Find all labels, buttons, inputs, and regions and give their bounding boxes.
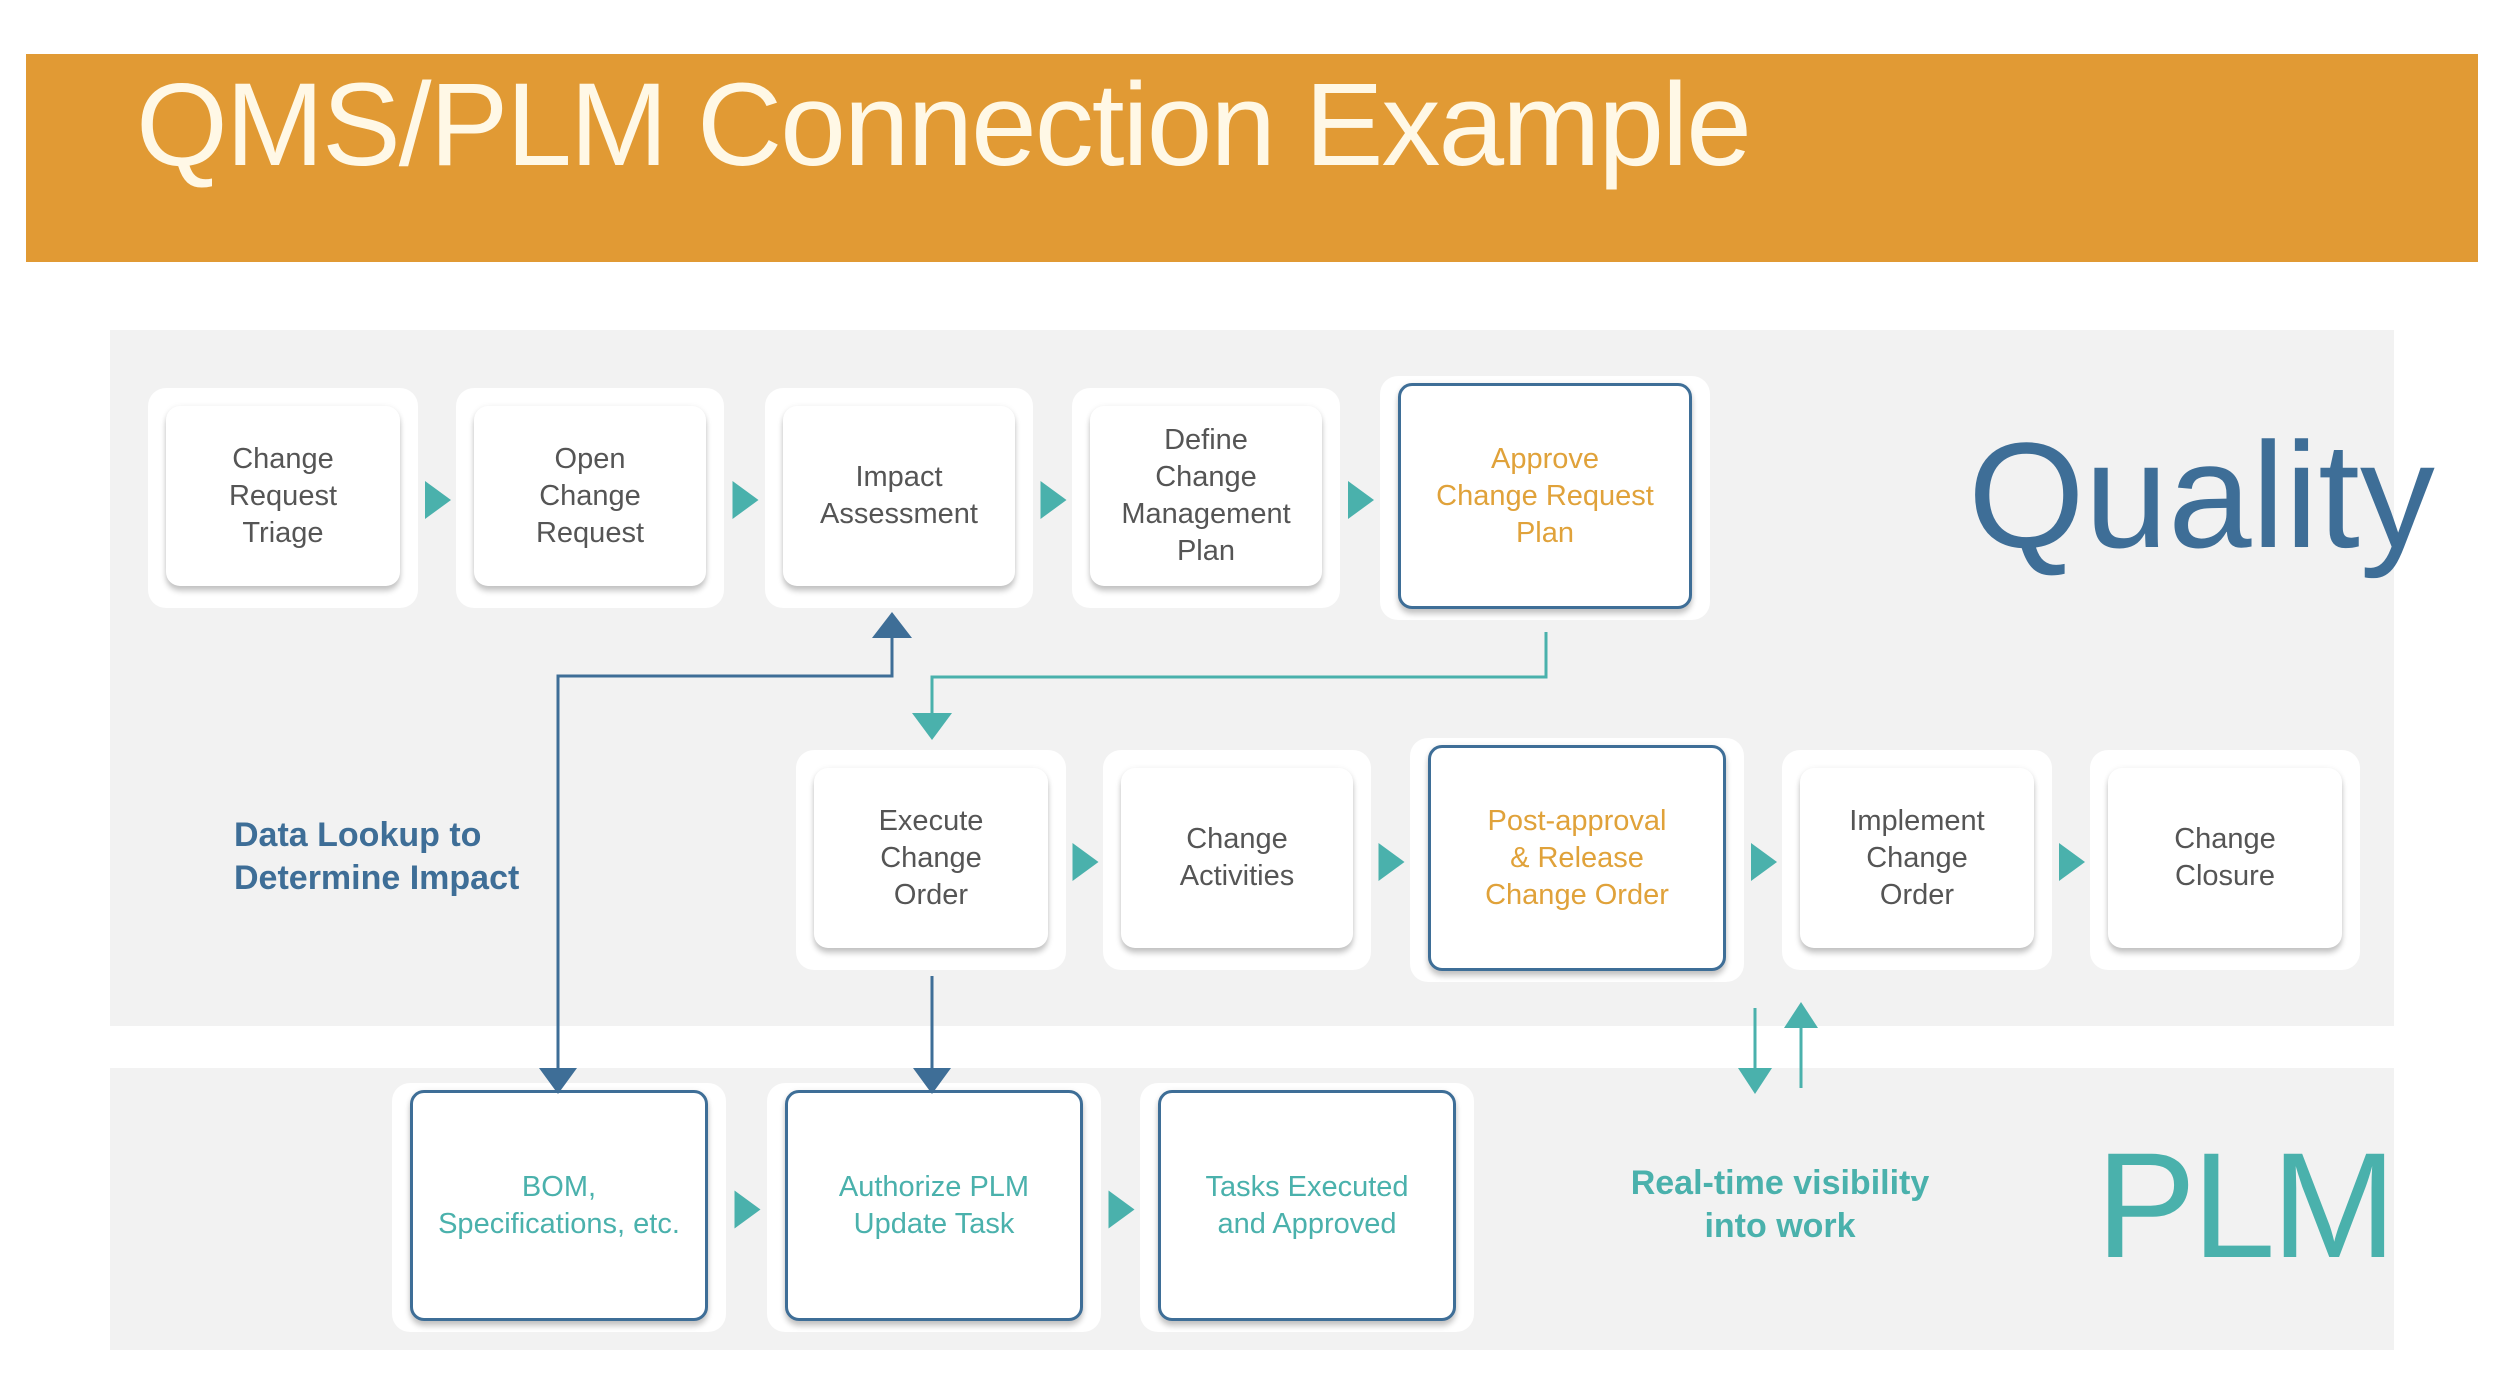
data-lookup-note: Data Lookup to Determine Impact [234,814,519,900]
page-title: QMS/PLM Connection Example [136,59,1752,191]
process-step-label-line: Assessment [820,498,978,530]
process-step-label-line: & Release [1510,841,1644,874]
real-time-note-line: into work [1704,1207,1856,1245]
process-step-label-line: Change [880,841,982,874]
process-step-label-line: Activities [1179,860,1295,892]
process-step-label-line: Change [1186,823,1288,855]
process-step-label-line: Authorize PLM [838,1170,1030,1203]
process-step-label-line: Change Request [1436,479,1654,512]
process-step-label-line: BOM, [521,1170,597,1203]
process-step-label-line: Management [1121,498,1291,530]
process-step-label-line: Plan [1176,535,1236,567]
process-step-label-line: Change [232,442,334,475]
process-step-label-line: Open [554,442,626,475]
process-step-label-line: Change Order [1485,878,1669,911]
card-frame: Authorize PLM Update Task [767,1083,1101,1332]
process-step-label-line: and Approved [1217,1207,1397,1240]
header-bar [26,54,2478,262]
process-step-label-line: Tasks Executed [1205,1170,1409,1203]
process-step-label-line: Change [539,479,641,512]
real-time-visibility-note: Real-time visibility into work [1600,1162,1960,1248]
process-step-label-line: Change [1866,841,1968,874]
data-lookup-note-line: Determine Impact [234,859,520,897]
process-step-tasks-executed-approved[interactable]: Tasks Executed and Approved [1158,1090,1456,1321]
process-step-label-line: Triage [242,516,324,549]
process-step-label-line: Request [535,516,644,549]
card-frame: BOM, Specifications, etc. [392,1083,726,1332]
process-step-label-line: Implement [1849,804,1985,837]
quality-section-label: Quality [1968,411,2435,579]
process-step-label-line: Define [1164,424,1248,456]
process-step-label-line: Order [893,878,969,911]
plm-section-label: PLM [2096,1121,2396,1289]
card-frame: Tasks Executed and Approved [1140,1083,1474,1332]
process-step-label: BOM, Specifications, etc. [430,1169,688,1243]
process-step-bom-specifications[interactable]: BOM, Specifications, etc. [410,1090,708,1321]
process-step-label: Authorize PLM Update Task [831,1169,1037,1243]
process-step-label-line: Plan [1515,516,1575,549]
process-step-label: Tasks Executed and Approved [1197,1169,1416,1243]
process-step-label-line: Change [1155,461,1257,493]
process-step-label-line: Impact [855,461,943,493]
process-step-label-line: Specifications, etc. [438,1207,680,1240]
process-step-label-line: Closure [2175,860,2275,892]
process-step-label-line: Update Task [853,1207,1015,1240]
process-step-label-line: Approve [1490,442,1599,475]
process-step-authorize-plm-update-task[interactable]: Authorize PLM Update Task [785,1090,1083,1321]
process-step-label-line: Post-approval [1487,804,1667,837]
process-step-label-line: Request [228,479,337,512]
process-step-label-line: Change [2174,823,2276,855]
process-step-label-line: Order [1879,878,1955,911]
real-time-note-line: Real-time visibility [1630,1164,1930,1202]
data-lookup-note-line: Data Lookup to [234,816,482,854]
process-step-label-line: Execute [878,804,984,837]
